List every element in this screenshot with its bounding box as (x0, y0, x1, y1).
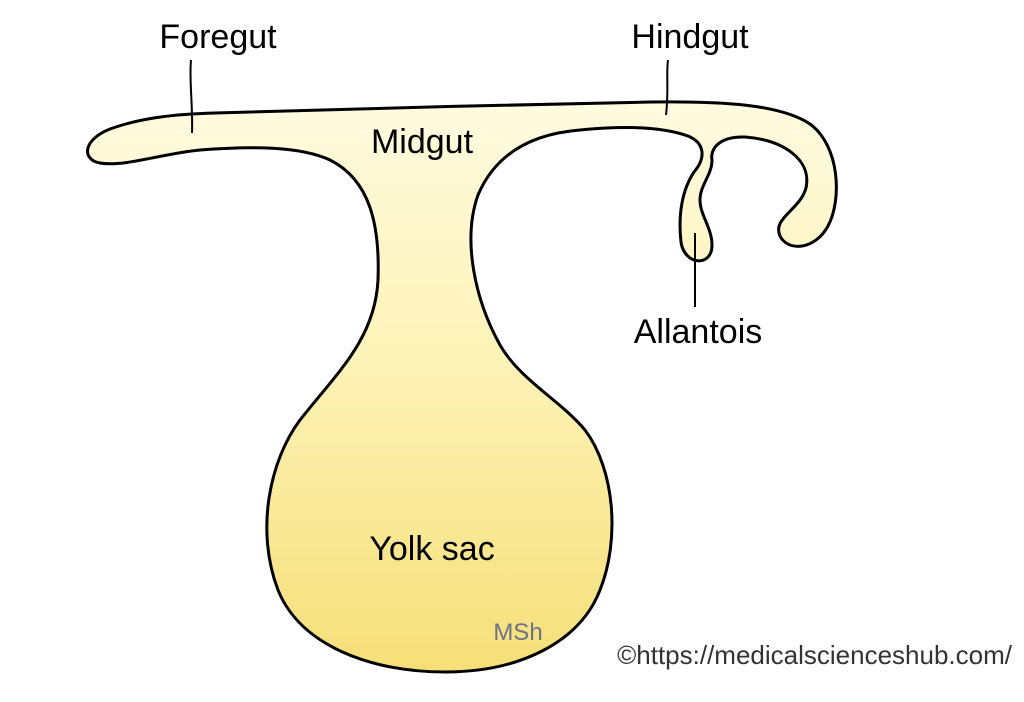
hindgut-leader-line (665, 59, 669, 116)
allantois-label: Allantois (634, 313, 763, 351)
gut-tube-and-yolk-sac-shape (86, 100, 838, 674)
midgut-label: Midgut (371, 123, 474, 161)
watermark-text: MSh (493, 619, 542, 646)
hindgut-label: Hindgut (631, 18, 749, 56)
yolk-sac-label: Yolk sac (369, 530, 494, 568)
foregut-label: Foregut (159, 18, 277, 56)
foregut-leader-line (189, 59, 194, 134)
source-credit: ©https://medicalscienceshub.com/ (617, 640, 1013, 670)
